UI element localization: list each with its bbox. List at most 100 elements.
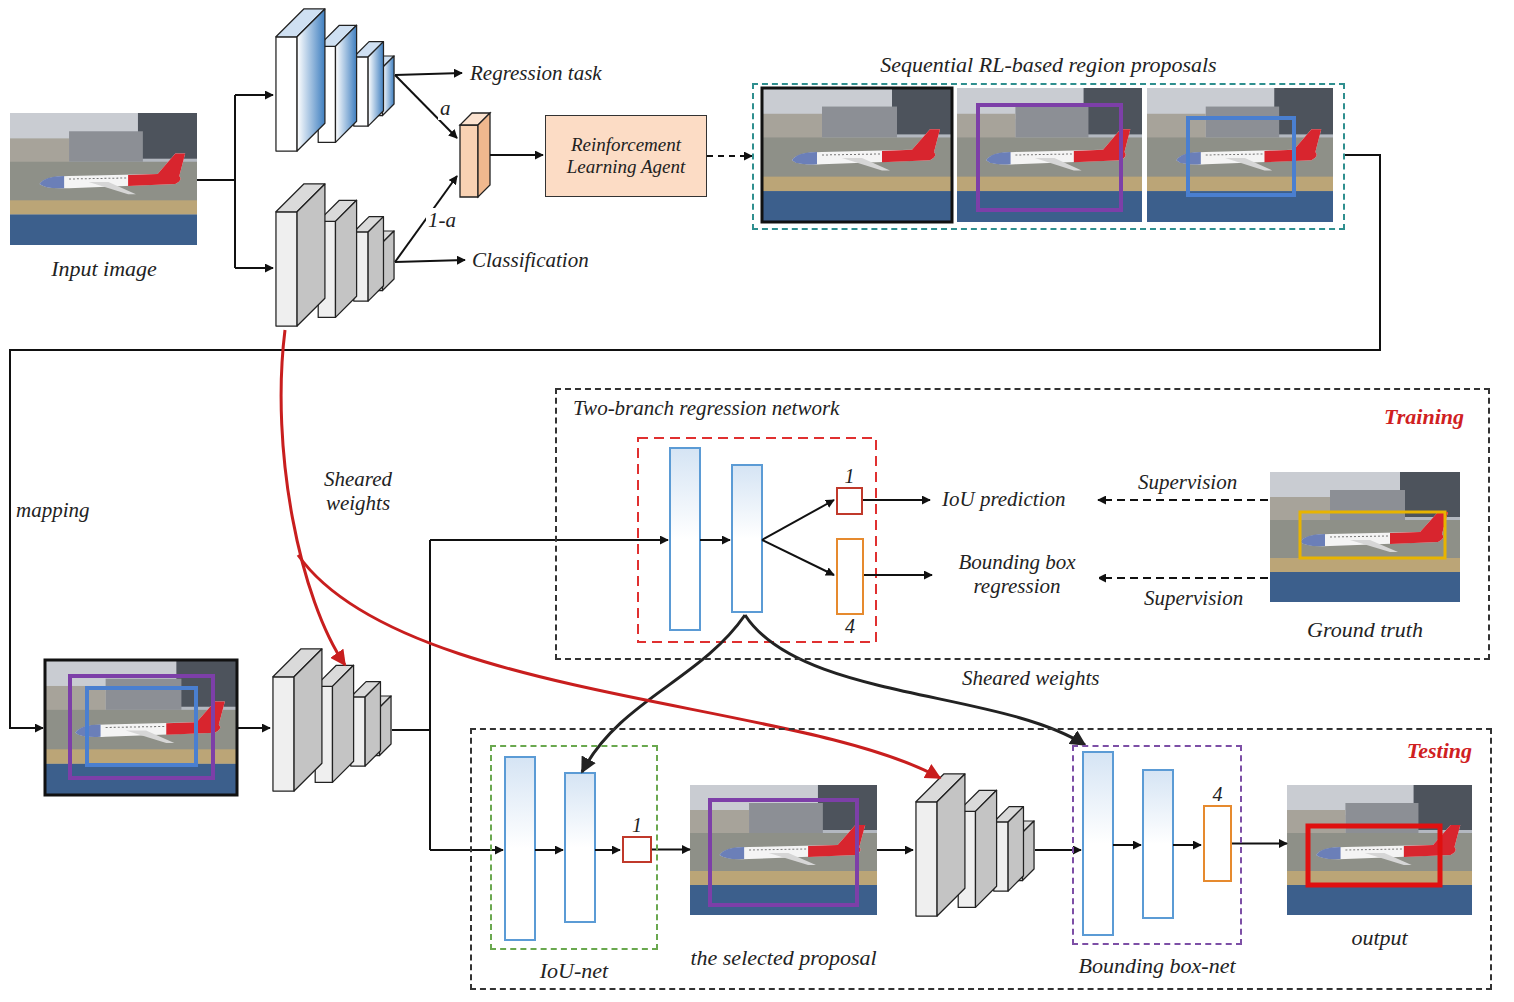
proposal-box: [978, 105, 1121, 210]
cnn-block: [273, 649, 391, 791]
node-text: Two-branch regression network: [573, 396, 839, 420]
figure-part: [10, 155, 1380, 728]
figure-part: [235, 94, 273, 96]
wires: [10, 73, 1380, 850]
figure-part: [1173, 844, 1201, 846]
annotation-label: Regression task: [468, 61, 604, 85]
annotation-label: Sheared weights: [306, 467, 410, 515]
figure-part: [565, 773, 595, 922]
figure-part: [197, 179, 235, 181]
cnn-block: [276, 184, 394, 326]
training-panel: Two-branch regression networkTraining14G…: [555, 388, 1490, 660]
annotation-label: IoU prediction: [940, 487, 1067, 511]
figure-part: [1113, 844, 1141, 846]
proposal-box: [87, 688, 196, 765]
mapped-photo: [45, 660, 237, 795]
network-box: Bounding box-net4: [1072, 745, 1242, 945]
figure-part: [1098, 577, 1268, 579]
node-text: Reinforcement Learning Agent: [546, 132, 706, 180]
node-text: Training: [1384, 404, 1464, 429]
photo-frame: [762, 88, 952, 222]
figure-part: [1098, 499, 1268, 501]
node-text: Ground truth: [1240, 617, 1490, 642]
node-text: Sequential RL-based region proposals: [734, 52, 1363, 77]
figure-part: [595, 849, 620, 851]
output-photo: [1287, 785, 1472, 915]
annotation-label: Supervision: [1136, 470, 1239, 494]
connector-arrow: [707, 155, 752, 157]
figure-part: [505, 757, 535, 940]
output-unit: 4: [836, 538, 864, 615]
figure-part: [732, 465, 762, 612]
figure-part: [1035, 849, 1081, 851]
annotation-label: Classification: [470, 248, 591, 272]
output-box: [1308, 826, 1440, 885]
testing-panel: TestingIoU-net1the selected proposalBoun…: [470, 728, 1492, 990]
proposal-photo: [1147, 88, 1333, 222]
input-photo: [10, 113, 197, 245]
figure-part: [1083, 752, 1113, 935]
proposal-box: [70, 676, 213, 778]
output-unit: 1: [622, 836, 652, 863]
image-panel: Ground truth: [1270, 472, 1460, 642]
figure-part: [392, 729, 430, 731]
node-text: the selected proposal: [660, 945, 907, 970]
proposal-box: [710, 800, 857, 905]
ground-truth-box: [1300, 512, 1445, 558]
proposal-box: [1188, 118, 1294, 195]
figure-part: [429, 540, 431, 850]
annotation-label: a: [438, 96, 453, 120]
figure-part: [877, 849, 913, 851]
network-box: IoU-net1: [490, 745, 658, 950]
cnn-block: [276, 9, 394, 151]
agent-box: Reinforcement Learning Agent: [545, 115, 707, 197]
figure-part: [535, 849, 563, 851]
ground-truth-photo: [1270, 472, 1460, 602]
annotation-label: Sheared weights: [960, 666, 1101, 690]
figure-part: [670, 448, 700, 630]
figure-part: [762, 540, 834, 575]
fusion-block: [460, 113, 490, 197]
node-text: Bounding box-net: [1034, 953, 1280, 978]
node-text: output: [1257, 925, 1502, 950]
node-text: Input image: [0, 256, 228, 281]
output-unit: 1: [836, 487, 863, 515]
proposal-panel: Sequential RL-based region proposals: [752, 83, 1345, 230]
figure-part: [234, 95, 236, 268]
figure-part: [490, 154, 543, 156]
annotation-label: Bounding box regression: [935, 550, 1099, 598]
node-text: Testing: [1407, 738, 1472, 763]
shared-net-box: [638, 438, 876, 642]
figure-part: [430, 849, 503, 851]
figure-part: [460, 125, 478, 197]
cnn-block: [916, 774, 1034, 916]
node-text: 1: [614, 814, 660, 837]
proposal-photo: [957, 88, 1142, 222]
figure-part: [1143, 770, 1173, 918]
figure-part: [395, 260, 465, 262]
figure-part: [700, 539, 730, 541]
image-panel: Input image: [10, 113, 198, 281]
node-text: 4: [1195, 783, 1240, 806]
annotation-label: mapping: [14, 498, 92, 522]
figure-part: [478, 113, 490, 197]
output-unit: 4: [1203, 805, 1232, 882]
figure-part: [762, 500, 834, 540]
figure-part: [863, 499, 930, 501]
shared-weight-curves: [281, 330, 940, 778]
photo-frame: [45, 660, 237, 795]
node-text: 4: [798, 615, 902, 638]
figure-part: [395, 75, 457, 138]
figure-part: [395, 73, 462, 75]
proposal-photo: [762, 88, 952, 222]
figure-part: [395, 176, 457, 262]
annotation-label: Supervision: [1142, 586, 1245, 610]
image-panel: the selected proposal: [690, 785, 877, 970]
image-panel: output: [1287, 785, 1472, 950]
node-text: IoU-net: [452, 958, 696, 983]
node-text: 1: [828, 465, 871, 488]
